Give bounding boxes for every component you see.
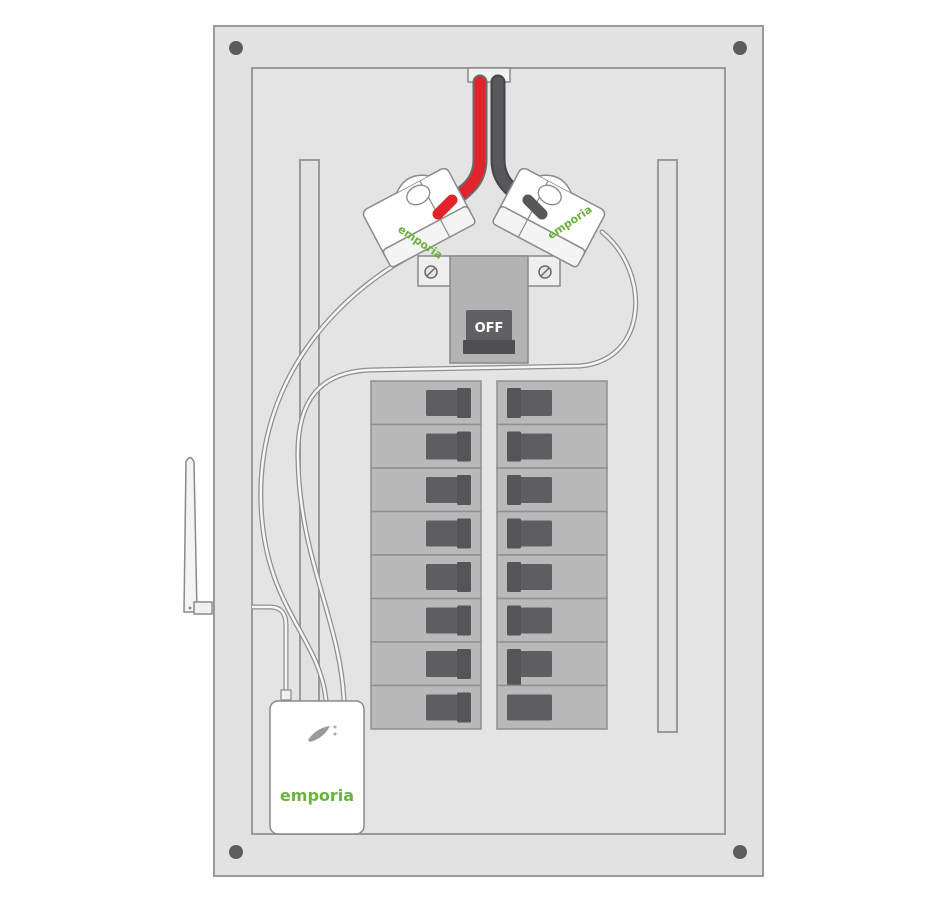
breaker-right-1: [496, 380, 608, 426]
breaker-handle: [426, 388, 471, 418]
breaker-right-2: [496, 423, 608, 469]
bolt-icon: [229, 845, 243, 859]
monitor-brand: emporia: [280, 786, 354, 805]
breaker-right-4: [496, 510, 608, 556]
breaker-column-right: [496, 380, 608, 730]
breaker-left-8: [370, 684, 482, 730]
breaker-handle: [426, 431, 471, 462]
ct-clamp-left: emporia: [362, 167, 476, 268]
black-wire-tip: [522, 194, 548, 220]
bolt-icon: [733, 845, 747, 859]
status-led: [333, 725, 337, 729]
breaker-handle: [426, 605, 471, 636]
breaker-right-3: [496, 467, 608, 513]
antenna-cable: [252, 604, 289, 690]
breaker-left-3: [370, 467, 482, 513]
red-wire-tip: [432, 194, 458, 220]
red-wire-fill: [434, 76, 486, 218]
breaker-left-5: [370, 554, 482, 600]
breaker-handle: [426, 649, 471, 679]
breaker-right-8: [496, 684, 608, 730]
breaker-handle: [507, 388, 552, 418]
breaker-handle: [426, 692, 471, 723]
antenna-icon: [183, 456, 213, 615]
right-rail: [657, 159, 678, 733]
screw-icon: [538, 265, 552, 279]
main-breaker-switch: OFF: [463, 310, 515, 354]
ct-clamp-right: emporia: [492, 167, 606, 268]
breaker-handle: [507, 694, 552, 721]
breaker-handle: [426, 475, 471, 505]
main-breaker-off-label: OFF: [475, 321, 504, 336]
breaker-left-1: [370, 380, 482, 426]
bolt-icon: [229, 41, 243, 55]
breaker-column-left: [370, 380, 482, 730]
status-led: [333, 732, 337, 736]
emporia-monitor: emporia: [269, 689, 365, 835]
breaker-right-6: [496, 597, 608, 643]
leaf-logo-icon: [308, 726, 330, 742]
breaker-handle: [426, 562, 471, 592]
breaker-handle: [507, 475, 552, 505]
ct-lead-left: [258, 253, 413, 703]
bolt-icon: [733, 41, 747, 55]
breaker-left-4: [370, 510, 482, 556]
breaker-handle: [426, 518, 471, 549]
breaker-left-2: [370, 423, 482, 469]
breaker-handle: [507, 605, 552, 636]
breaker-right-5: [496, 554, 608, 600]
breaker-left-7: [370, 641, 482, 687]
breaker-handle: [507, 518, 552, 549]
screw-icon: [424, 265, 438, 279]
breaker-handle: [507, 562, 552, 592]
breaker-handle: [507, 431, 552, 462]
breaker-left-6: [370, 597, 482, 643]
ct-lead-right: [295, 229, 639, 703]
